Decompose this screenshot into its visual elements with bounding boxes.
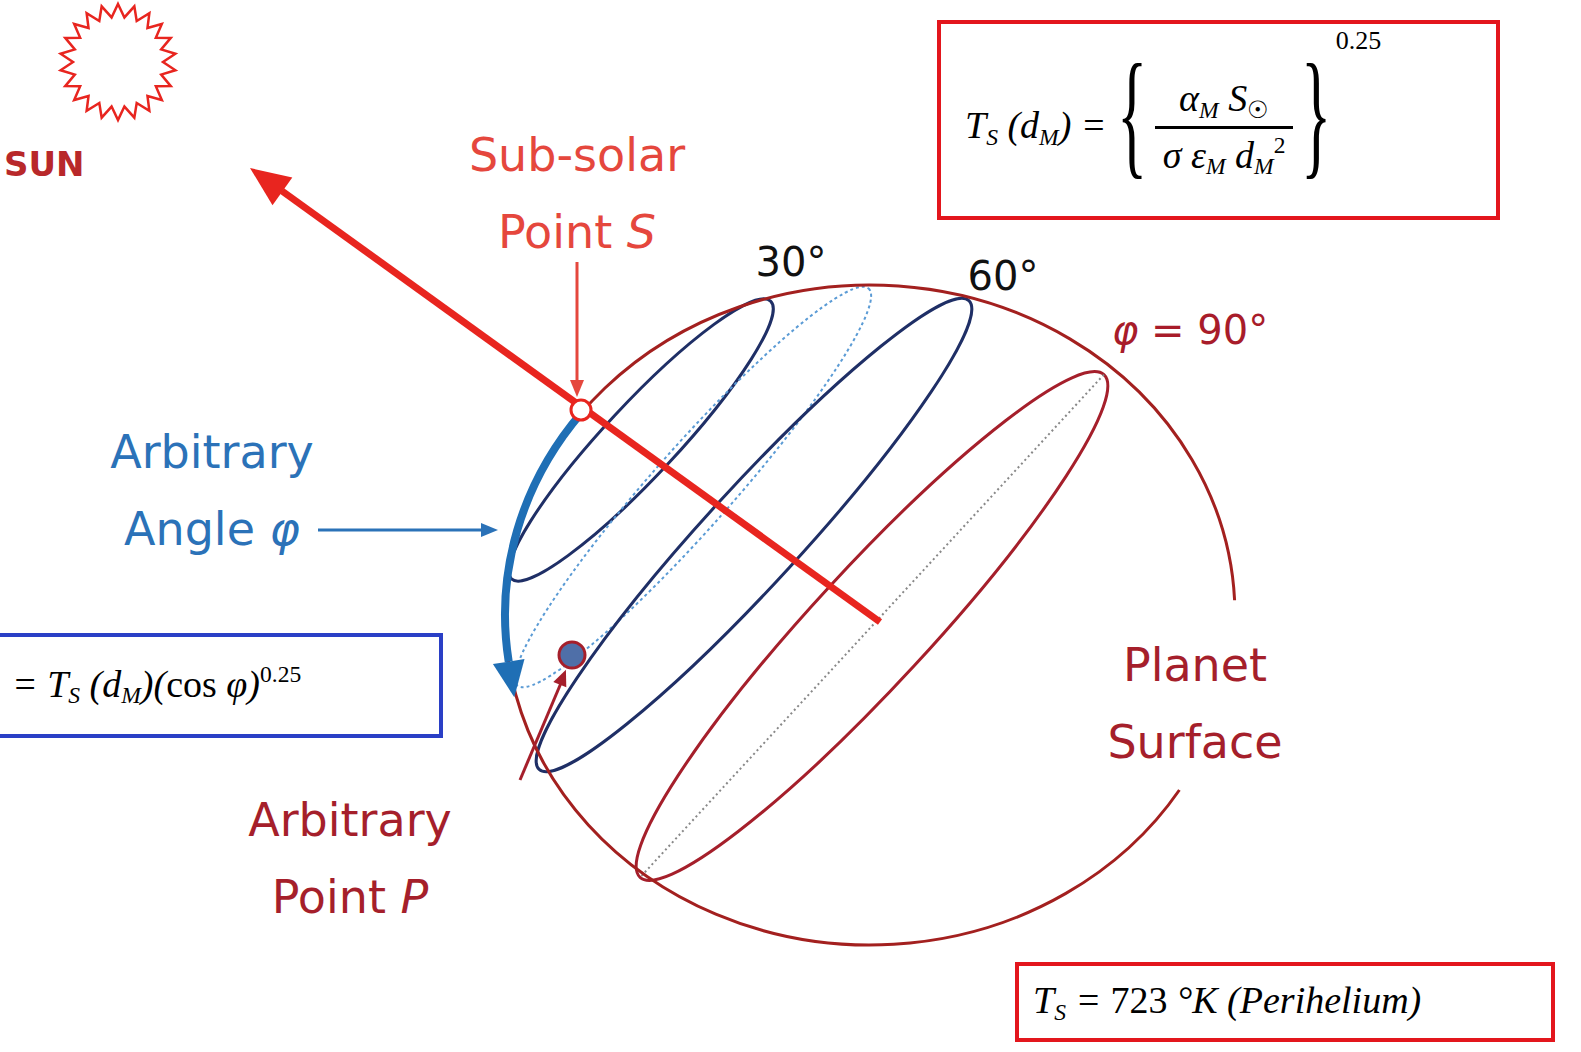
text-run: (d [998,104,1039,146]
arrow-head [250,168,292,205]
formula-term: TS (dM) = [965,104,1107,151]
leader-line [576,262,579,381]
latitude-label: φ = 90° [1112,306,1268,354]
text-run: ) = [1059,104,1107,146]
leader-line [520,683,561,780]
sun-symbol [61,4,176,120]
text-run: α [1179,77,1199,119]
text-run: SUN [4,144,85,184]
latitude-circle [485,276,797,603]
arrow-head [481,523,498,537]
text-run: 60° [968,253,1039,299]
text-run: { [1117,35,1147,190]
text-run: } [1301,35,1331,190]
exponent: 0.25 [1336,26,1382,56]
latitude-label: 30° [731,238,851,286]
text-run: 0.25 [1336,26,1382,55]
text-run: T [1033,979,1054,1021]
text-run: M [1206,153,1226,179]
text-run: = [1066,979,1111,1021]
angle-label: Arbitrary Angle φ [82,414,342,568]
point-label: Sub-solar Point S [447,117,707,271]
text-run: M [1199,97,1219,123]
latitude-label: 60° [943,252,1063,300]
text-run: d [1226,134,1255,176]
text-run: 2 [1274,132,1286,158]
text-run: ☉ [1247,97,1269,123]
terminator-circle [597,335,1146,916]
formula-term: = TS (dM)(cos φ)0.25 [12,661,301,709]
text-run: S [1219,77,1248,119]
formula-box: = TS (dM)(cos φ)0.25 [0,633,443,738]
text-run: S [986,123,998,149]
text-run: (d [80,663,121,705]
text-run: σ ε [1163,134,1206,176]
text-run: M [121,683,141,709]
text-run: M [1254,153,1274,179]
text-run: P [401,870,429,924]
text-run: 723 [1111,979,1168,1021]
arrow-head [493,659,525,697]
arrow-head [570,380,584,397]
text-run: 30° [756,239,827,285]
leader-line [318,529,482,532]
text-run: S [68,683,80,709]
text-run: T [965,104,986,146]
text-run: 0.25 [260,661,301,687]
text-run: S [627,205,656,259]
text-run: M [1039,123,1059,149]
point-label: Arbitrary Point P [220,782,480,936]
text-run: Planet Surface [1107,638,1282,769]
surface-label: Planet Surface [1075,627,1315,781]
fraction-bar [1155,126,1294,129]
angle-arc [505,413,581,662]
sub-solar-point [571,400,591,420]
formula-term: TS = 723 °K (Perihelium) [1033,979,1421,1026]
text-run: cos [166,663,217,705]
arrow-head [553,670,566,688]
text-run: S [1054,998,1066,1024]
text-run: = 90° [1138,307,1268,353]
arbitrary-point [559,642,585,668]
text-run: φ) [217,663,260,705]
text-run: °K (Perihelium) [1168,979,1422,1021]
text-run: )( [141,663,166,705]
brace: } [1301,43,1331,183]
text-run: φ [1112,307,1138,353]
sun-label: SUN [4,144,85,185]
denominator: σ εM dM2 [1163,132,1286,180]
sun-symbol [61,4,176,120]
formula-box: TS = 723 °K (Perihelium) [1015,962,1555,1042]
numerator: αM S☉ [1179,77,1269,124]
terminator-axis [640,375,1104,878]
formula-box: TS (dM) ={αM S☉σ εM dM2}0.25 [937,20,1500,220]
brace: { [1117,43,1147,183]
text-run: φ [270,502,300,556]
text-run: = T [12,663,68,705]
